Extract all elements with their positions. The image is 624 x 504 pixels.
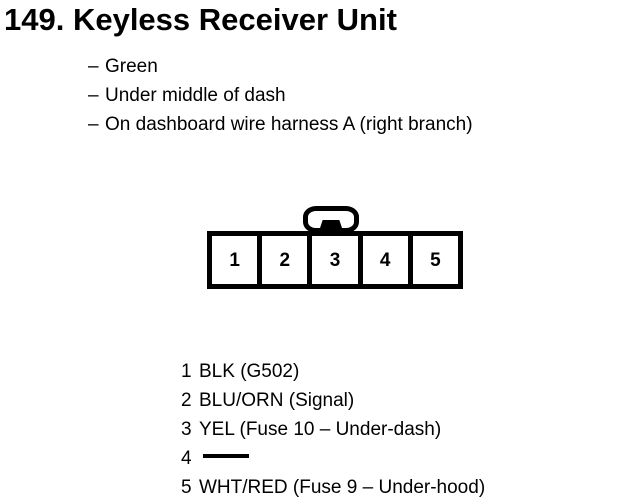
connector-pin-cell: 4 (362, 236, 408, 284)
bullet-dash-icon: – (88, 85, 99, 106)
connector-locking-tab-icon (303, 206, 359, 234)
page-title: 149. Keyless Receiver Unit (4, 2, 397, 37)
bullet-item-label: On dashboard wire harness A (right branc… (105, 114, 473, 135)
pin-legend-number: 5 (181, 477, 192, 498)
pin-legend-list: 1 BLK (G502) 2 BLU/ORN (Signal) 3 YEL (Fuse… (181, 357, 621, 502)
bullet-item-label: Green (105, 56, 158, 77)
pin-legend-description: BLU/ORN (Signal) (199, 390, 355, 411)
description-bullet-list: –Green –Under middle of dash –On dashboa… (88, 52, 618, 139)
connector-pin-cell: 1 (212, 236, 258, 284)
bullet-item-label: Under middle of dash (105, 85, 286, 106)
pin-legend-description: WHT/RED (Fuse 9 – Under-hood) (199, 477, 486, 498)
pin-legend-number: 2 (181, 390, 192, 411)
pin-legend-description: BLK (G502) (199, 361, 300, 382)
bullet-dash-icon: – (88, 114, 99, 135)
connector-pin-cell: 3 (312, 236, 358, 284)
connector-diagram: 1 2 3 4 5 (205, 206, 463, 289)
pin-legend-row: 4 (181, 444, 621, 473)
pin-legend-row: 5 WHT/RED (Fuse 9 – Under-hood) (181, 473, 621, 502)
bullet-item-color: –Green (88, 52, 618, 81)
pin-legend-number: 4 (181, 448, 192, 469)
pin-legend-number: 1 (181, 361, 192, 382)
bullet-item-harness: –On dashboard wire harness A (right bran… (88, 110, 618, 139)
connector-pin-cell: 5 (412, 236, 459, 284)
bullet-dash-icon: – (88, 56, 99, 77)
pin-unused-dash-icon (203, 454, 249, 458)
connector-body: 1 2 3 4 5 (207, 231, 463, 289)
pin-legend-row: 1 BLK (G502) (181, 357, 621, 386)
pin-legend-number: 3 (181, 419, 192, 440)
pin-legend-row: 2 BLU/ORN (Signal) (181, 386, 621, 415)
connector-pin-cell: 2 (262, 236, 308, 284)
pin-legend-description: YEL (Fuse 10 – Under-dash) (199, 419, 442, 440)
bullet-item-location: –Under middle of dash (88, 81, 618, 110)
latch-neck-shape (318, 220, 344, 234)
pin-legend-row: 3 YEL (Fuse 10 – Under-dash) (181, 415, 621, 444)
